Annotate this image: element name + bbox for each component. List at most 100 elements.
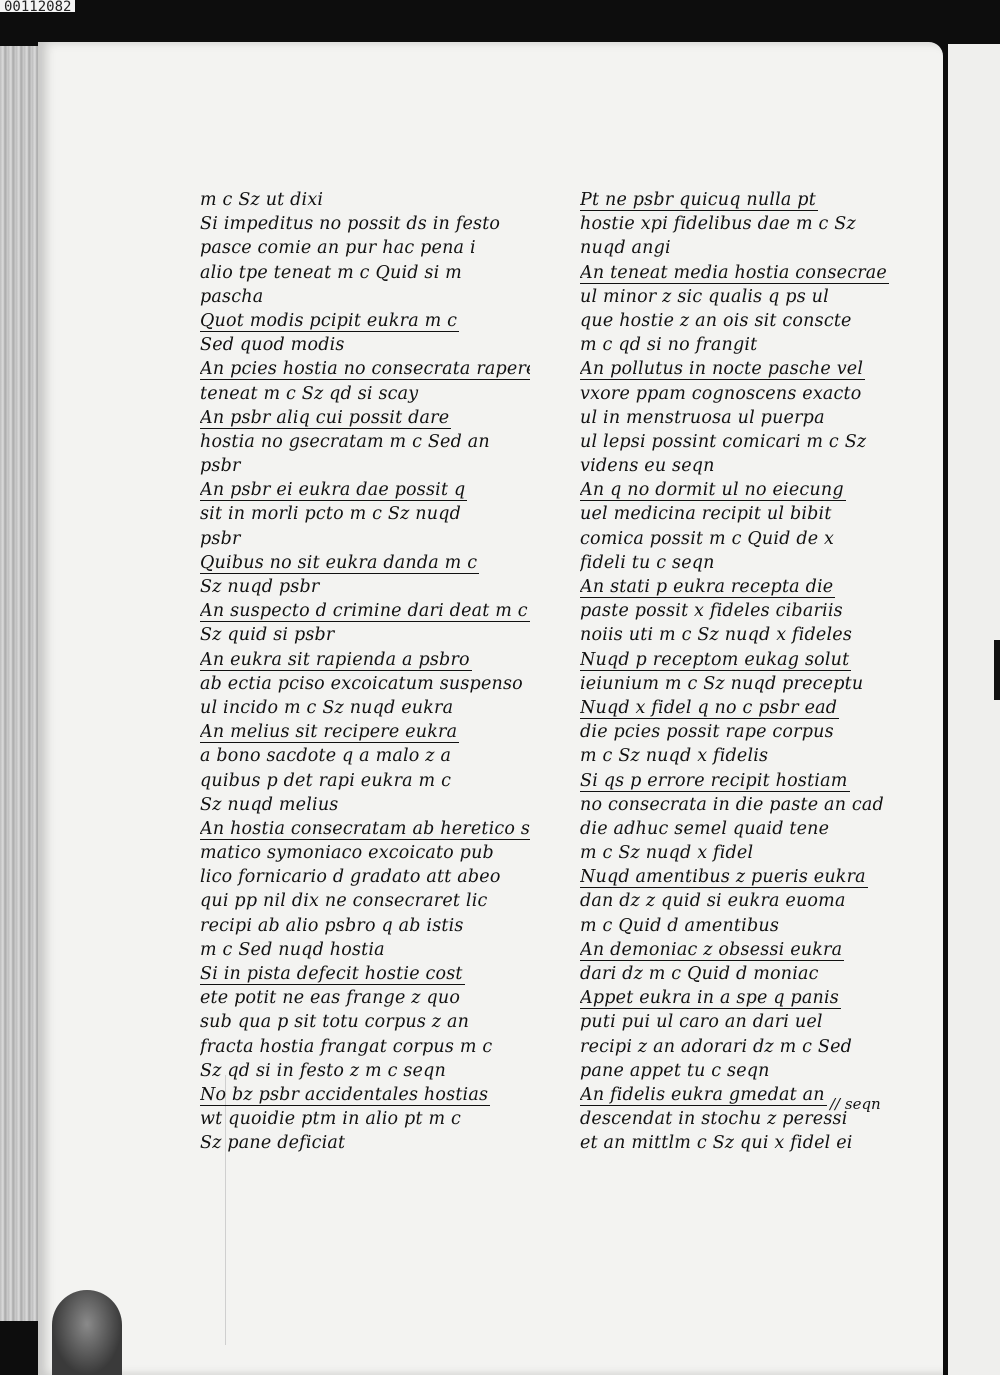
line-text: comica possit m c Quid de x xyxy=(580,528,835,549)
text-line: descendat in stochu z peressi xyxy=(580,1107,910,1131)
rubric-text: An fidelis eukra gmedat an xyxy=(580,1084,827,1106)
rubric-text: Nuqd x fidel q no c psbr ead xyxy=(580,697,840,719)
line-text: m c Sed nuqd hostia xyxy=(200,939,385,960)
text-line: die adhuc semel quaid tene xyxy=(580,817,910,841)
rubric-text: An pcies hostia no consecrata rapere xyxy=(200,359,530,381)
line-text: Sz pane deficiat xyxy=(200,1133,346,1154)
text-line: Pt ne psbr quicuq nulla pt xyxy=(580,188,910,212)
text-line: An stati p eukra recepta die xyxy=(580,575,910,599)
rubric-text: Si qs p errore recipit hostiam xyxy=(580,770,850,792)
line-text: dan dz z quid si eukra euoma xyxy=(580,891,846,912)
line-text: Sz qd si in festo z m c seqn xyxy=(200,1060,446,1081)
line-text: Sz nuqd psbr xyxy=(200,577,320,597)
line-text: ul lepsi possint comicari m c Sz xyxy=(580,431,867,452)
line-text: que hostie z an ois sit conscte xyxy=(580,310,852,331)
text-line: An pcies hostia no consecrata rapere xyxy=(200,357,530,381)
text-line: fracta hostia frangat corpus m c xyxy=(200,1035,530,1059)
line-text: pasce comie an pur hac pena i xyxy=(200,238,476,259)
text-line: Appet eukra in a spe q panis xyxy=(580,986,910,1010)
rubric-text: An hostia consecratam ab heretico scis xyxy=(200,818,530,840)
text-line: Sz nuqd psbr xyxy=(200,575,530,599)
text-line: An fidelis eukra gmedat an xyxy=(580,1083,910,1107)
text-line: Nuqd p receptom eukag solut xyxy=(580,648,910,672)
text-line: a bono sacdote q a malo z a xyxy=(200,744,530,768)
text-line: m c Sz ut dixi xyxy=(200,188,530,212)
line-text: et an mittlm c Sz qui x fidel ei xyxy=(580,1133,853,1154)
line-text: m c qd si no frangit xyxy=(580,335,758,356)
line-text: hostie xpi fidelibus dae m c Sz xyxy=(580,214,856,235)
facing-page-edge xyxy=(948,44,1000,1375)
text-line: sit in morli pcto m c Sz nuqd xyxy=(200,502,530,526)
text-line: ul minor z sic qualis q ps ul xyxy=(580,285,910,309)
line-text: recipi z an adorari dz m c Sed xyxy=(580,1036,853,1057)
line-text: psbr xyxy=(200,528,241,549)
line-text: dari dz m c Quid d moniac xyxy=(580,964,819,984)
line-text: noiis uti m c Sz nuqd x fideles xyxy=(580,625,853,646)
text-line: ul incido m c Sz nuqd eukra xyxy=(200,696,530,720)
text-line: An teneat media hostia consecrae xyxy=(580,261,910,285)
line-text: psbr xyxy=(200,456,241,477)
text-line: noiis uti m c Sz nuqd x fideles xyxy=(580,623,910,647)
line-text: vxore ppam cognoscens exacto xyxy=(580,383,862,404)
line-text: m c Sz nuqd x fidel xyxy=(580,843,754,864)
line-text: recipi ab alio psbro q ab istis xyxy=(200,915,464,936)
text-line: lico fornicario d gradato att abeo xyxy=(200,865,530,889)
ruling-line xyxy=(225,1075,226,1345)
marginal-note: // seqn xyxy=(830,1095,881,1113)
text-line: Sz qd si in festo z m c seqn xyxy=(200,1059,530,1083)
line-text: matico symoniaco excoicato pub xyxy=(200,843,494,864)
text-line: ab ectia pciso excoicatum suspenso xyxy=(200,672,530,696)
rubric-text: Nuqd p receptom eukag solut xyxy=(580,649,852,671)
text-line: dari dz m c Quid d moniac xyxy=(580,962,910,986)
line-text: die pcies possit rape corpus xyxy=(580,722,834,743)
line-text: sub qua p sit totu corpus z an xyxy=(200,1012,470,1033)
text-line: m c qd si no frangit xyxy=(580,333,910,357)
line-text: alio tpe teneat m c Quid si m xyxy=(200,262,462,283)
rubric-text: Si in pista defecit hostie cost xyxy=(200,964,465,985)
text-line: No bz psbr accidentales hostias xyxy=(200,1083,530,1107)
rubric-text: An demoniac z obsessi eukra xyxy=(580,939,845,961)
text-line: Sz nuqd melius xyxy=(200,793,530,817)
text-line: vxore ppam cognoscens exacto xyxy=(580,382,910,406)
left-text-column: m c Sz ut dixi Si impeditus no possit ds … xyxy=(200,188,530,1156)
rubric-text: An melius sit recipere eukra xyxy=(200,722,460,744)
text-line: pane appet tu c seqn xyxy=(580,1059,910,1083)
text-line: hostia no gsecratam m c Sed an xyxy=(200,430,530,454)
manuscript-page xyxy=(38,42,943,1375)
text-line: An hostia consecratam ab heretico scis xyxy=(200,817,530,841)
line-text: m c Quid d amentibus xyxy=(580,915,780,936)
text-line: An pollutus in nocte pasche vel xyxy=(580,357,910,381)
rubric-text: An pollutus in nocte pasche vel xyxy=(580,359,866,381)
text-line: teneat m c Sz qd si scay xyxy=(200,382,530,406)
line-text: Si impeditus no possit ds in festo xyxy=(200,214,501,235)
line-text: hostia no gsecratam m c Sed an xyxy=(200,431,490,452)
text-line: An demoniac z obsessi eukra xyxy=(580,938,910,962)
text-line: alio tpe teneat m c Quid si m xyxy=(200,261,530,285)
text-line: recipi z an adorari dz m c Sed xyxy=(580,1035,910,1059)
text-line: que hostie z an ois sit conscte xyxy=(580,309,910,333)
rubric-text: Pt ne psbr quicuq nulla pt xyxy=(580,190,818,211)
rubric-text: An teneat media hostia consecrae xyxy=(580,262,889,284)
line-text: nuqd angi xyxy=(580,238,671,259)
text-line: Sz pane deficiat xyxy=(200,1131,530,1155)
text-line: nuqd angi xyxy=(580,236,910,260)
line-text: ete potit ne eas frange z quo xyxy=(200,988,461,1009)
line-text: die adhuc semel quaid tene xyxy=(580,818,830,839)
text-line: An psbr aliq cui possit dare xyxy=(200,406,530,430)
line-text: Sz quid si psbr xyxy=(200,625,335,646)
text-line: m c Sz nuqd x fidel xyxy=(580,841,910,865)
text-line: psbr xyxy=(200,527,530,551)
text-line: Si qs p errore recipit hostiam xyxy=(580,769,910,793)
rubric-text: No bz psbr accidentales hostias xyxy=(200,1084,491,1106)
text-line: puti pui ul caro an dari uel xyxy=(580,1010,910,1034)
thumb-image xyxy=(52,1290,122,1375)
line-text: pascha xyxy=(200,286,264,307)
line-text: qui pp nil dix ne consecraret lic xyxy=(200,891,488,912)
text-line: Si impeditus no possit ds in festo xyxy=(200,212,530,236)
text-line: videns eu seqn xyxy=(580,454,910,478)
line-text: quibus p det rapi eukra m c xyxy=(200,770,452,791)
text-line: uel medicina recipit ul bibit xyxy=(580,502,910,526)
text-line: Nuqd amentibus z pueris eukra xyxy=(580,865,910,889)
line-text: paste possit x fideles cibariis xyxy=(580,601,843,622)
line-text: m c Sz ut dixi xyxy=(200,190,324,210)
